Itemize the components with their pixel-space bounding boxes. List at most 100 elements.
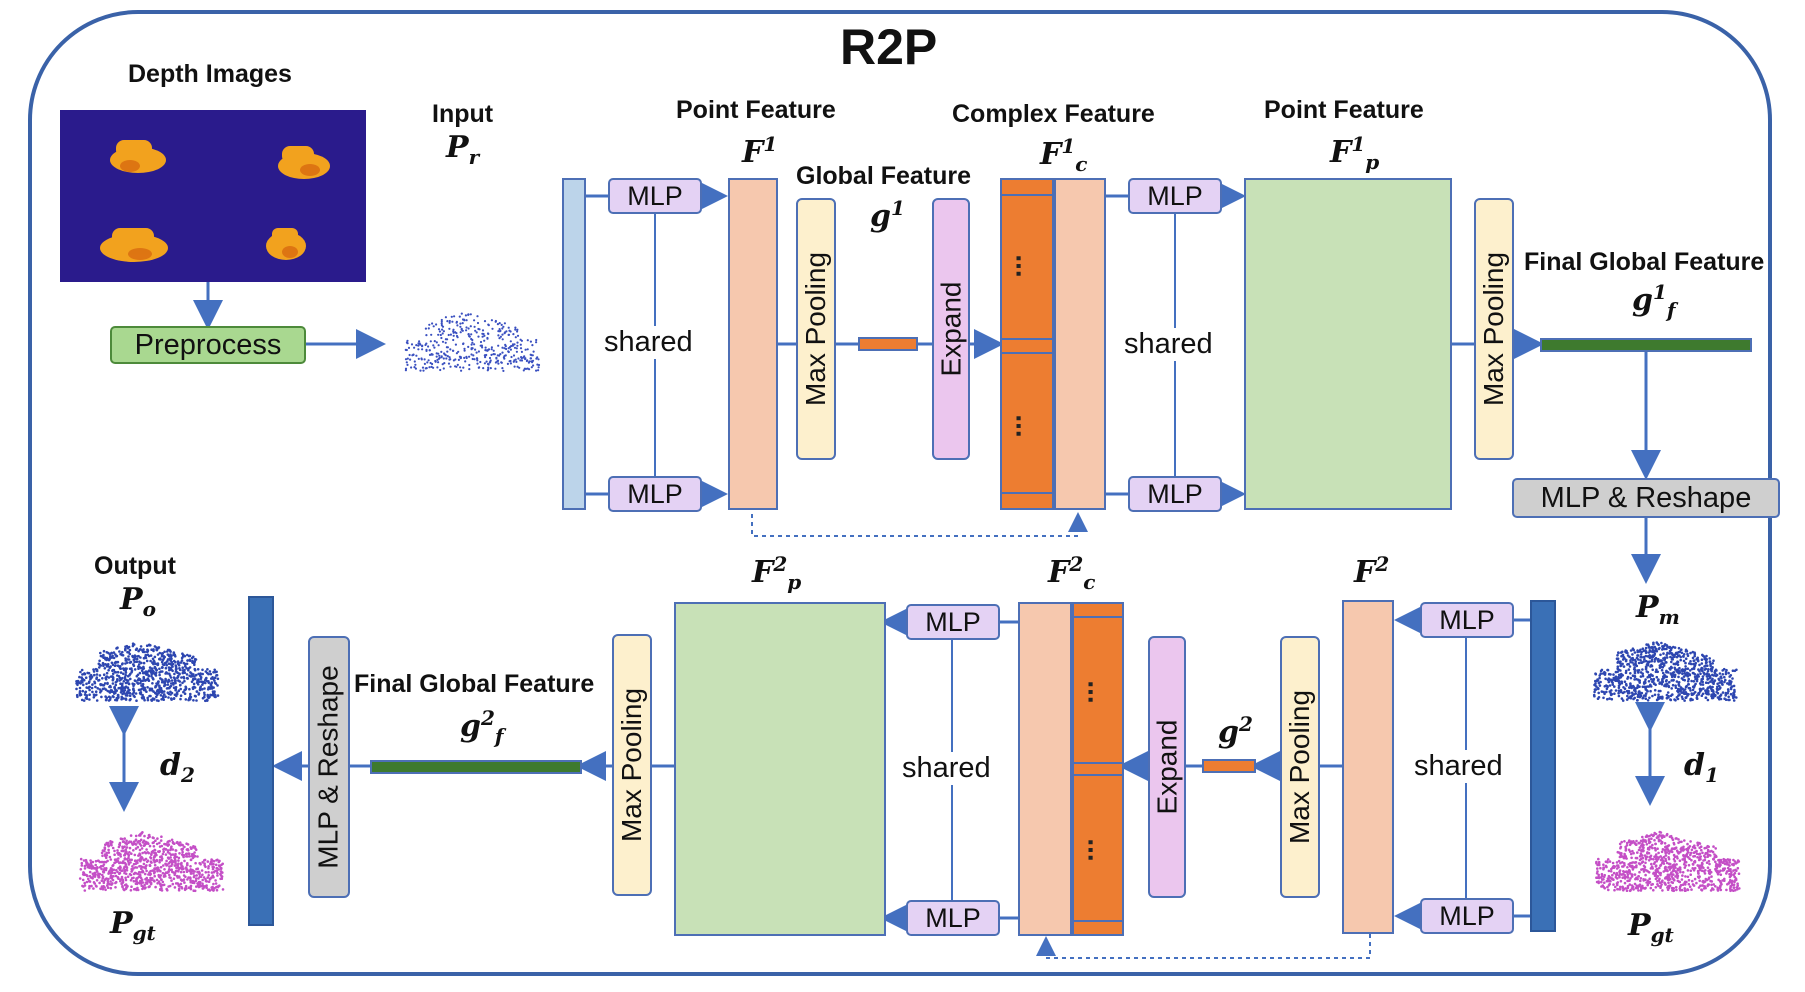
cloud-point [1648,877,1651,881]
cloud-point [1697,668,1700,671]
cloud-point [160,844,164,848]
cloud-point [473,358,476,361]
cloud-point [150,671,153,674]
gf1-symbol: g1f [1632,280,1676,322]
cloud-point [1678,650,1682,653]
cloud-point [477,366,480,369]
cloud-point [481,329,485,332]
diagram-title: R2P [840,19,938,75]
cloud-point [145,876,149,880]
cloud-point [84,859,88,862]
cloud-point [178,683,182,687]
cloud-point [1668,865,1671,869]
cloud-point [419,369,422,372]
cloud-point [1714,864,1718,868]
cloud-point [155,842,159,846]
cloud-point [176,864,180,868]
cloud-point [94,685,97,689]
cloud-point [137,854,140,857]
cloud-point [1660,883,1663,886]
cloud-point [118,868,122,872]
cloud-point [1657,693,1660,696]
cloud-point [158,841,161,845]
cloud-point [1694,661,1697,665]
cloud-point [1664,854,1668,857]
cloud-point [81,678,85,681]
cloud-point [95,879,99,882]
cloud-point [195,681,199,684]
cloud-point [170,679,174,682]
cloud-point [133,683,136,686]
cloud-point [522,356,525,359]
cloud-point [1677,681,1681,685]
cloud-point [1684,661,1687,665]
cloud-point [1634,843,1638,846]
cloud-point [104,860,108,864]
cloud-point [1661,677,1664,681]
cloud-point [102,871,106,874]
cloud-point [183,692,187,695]
g1-symbol: g1 [870,196,905,234]
cloud-point [1593,690,1596,694]
cloud-point [516,328,519,331]
cloud-point [160,678,164,681]
cloud-point [91,872,95,876]
cloud-point [195,690,199,693]
cloud-point [1682,675,1686,678]
cloud-point [1676,876,1679,879]
cloud-point [500,361,503,364]
cloud-point [1623,680,1627,683]
cloud-point [78,692,82,696]
cloud-point [1644,886,1647,890]
cloud-point [137,649,140,653]
cloud-point [1611,873,1614,877]
cloud-point [1665,656,1669,659]
cloud-point [157,850,161,854]
cloud-point [111,682,115,685]
cloud-point [111,654,114,658]
cloud-point [83,881,86,885]
cloud-point [134,847,138,850]
cloud-point [1636,654,1640,657]
cloud-point [1724,698,1728,701]
cloud-point [1633,674,1637,678]
cloud-point [134,838,138,841]
cloud-point [190,675,194,678]
cloud-point [1686,652,1689,656]
cloud-point [1726,682,1729,685]
cloud-point [140,661,143,665]
cloud-point [147,669,151,673]
skip-connection-top [751,512,1088,537]
cloud-point [1712,659,1715,662]
cloud-point [1655,836,1659,840]
cloud-point [1617,859,1621,863]
cloud-point [125,866,129,869]
cloud-point [173,864,177,867]
cloud-point [153,848,157,852]
cloud-point [98,866,102,869]
cloud-point [1638,846,1642,849]
cloud-point [142,862,146,866]
cloud-point [440,336,443,340]
cloud-point [1606,697,1609,701]
cloud-point [1712,857,1715,861]
cloud-point [138,882,142,885]
cloud-point [1636,886,1639,890]
cloud-point [119,691,123,694]
cloud-point [476,362,479,365]
cloud-point [1628,839,1631,842]
cloud-point [435,323,438,326]
cloud-point [219,872,222,876]
cloud-point [1654,670,1658,674]
cloud-point [214,863,218,867]
gt-point-cloud-right [1595,830,1741,893]
cloud-point [496,359,500,362]
cloud-point [454,358,457,361]
cloud-point [434,359,437,363]
cloud-point [111,846,115,850]
cloud-point [490,319,493,322]
cloud-point [180,863,183,867]
cloud-point [1718,863,1722,866]
cloud-point [171,662,175,666]
cloud-point [119,652,122,656]
